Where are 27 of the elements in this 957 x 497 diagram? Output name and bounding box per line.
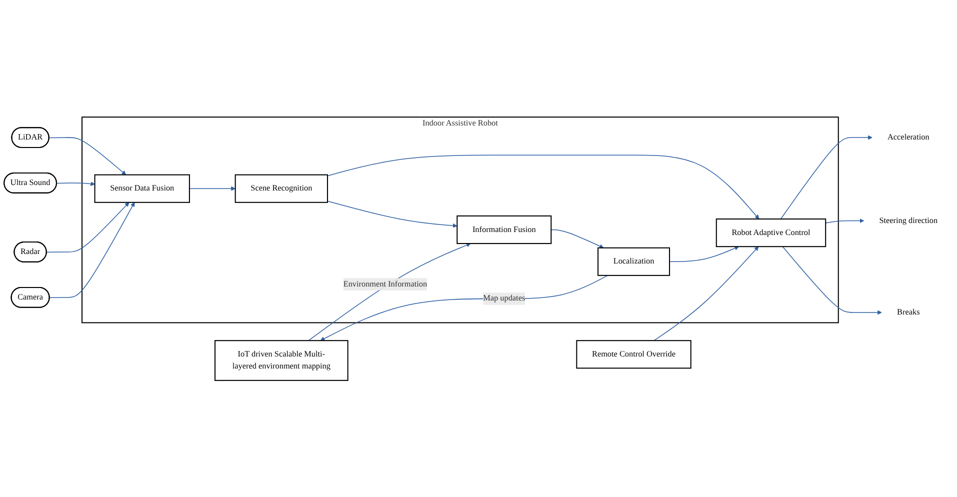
node-box: Sensor Data Fusion xyxy=(94,174,190,203)
node-text: Breaks xyxy=(897,308,920,316)
node-box: Information Fusion xyxy=(456,215,552,244)
arrow xyxy=(780,135,872,220)
arrow xyxy=(46,202,130,252)
arrow xyxy=(327,154,760,219)
arrow xyxy=(320,274,608,341)
edge-label: Environment Information xyxy=(343,279,428,288)
arrow xyxy=(56,181,95,186)
arrow xyxy=(308,242,471,341)
node-text: Steering direction xyxy=(879,216,938,225)
arrow xyxy=(48,136,126,175)
node-box: Scene Recognition xyxy=(234,174,328,203)
arrow xyxy=(782,246,882,314)
node-box: Robot Adaptive Control xyxy=(716,218,826,247)
node-text: Acceleration xyxy=(888,132,930,142)
arrow xyxy=(550,229,604,248)
node-box: IoT driven Scalable Multi-layered environment mapping xyxy=(214,340,348,381)
arrow xyxy=(669,246,739,262)
node-box: Localization xyxy=(598,247,670,276)
arrow xyxy=(327,200,458,228)
node-box: Remote Control Override xyxy=(576,340,692,368)
arrow xyxy=(654,246,759,341)
edge-label: Map updates xyxy=(483,294,526,303)
arrow xyxy=(825,218,864,224)
arrow xyxy=(189,186,236,191)
arrow xyxy=(49,202,135,298)
